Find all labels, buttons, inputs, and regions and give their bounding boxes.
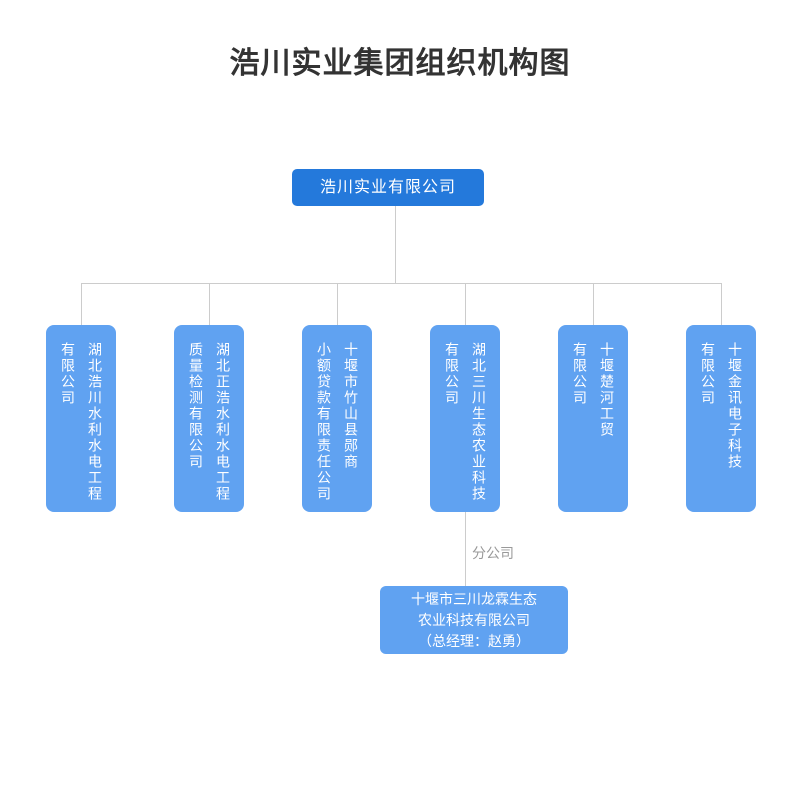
org-node-root[interactable]: 浩川实业有限公司 — [292, 169, 484, 206]
org-node-label: 十堰楚河工贸 — [599, 342, 615, 438]
org-node-label: 湖北正浩水利水电工程 — [215, 342, 231, 502]
connector-drop-4 — [465, 283, 466, 325]
org-node-shiyan-chuhe[interactable]: 十堰楚河工贸 有限公司 — [558, 325, 628, 512]
connector-drop-1 — [81, 283, 82, 325]
org-node-label: 有限公司 — [444, 342, 460, 406]
connector-drop-6 — [721, 283, 722, 325]
connector-drop-3 — [337, 283, 338, 325]
org-node-label: 有限公司 — [60, 342, 76, 406]
org-node-label: 农业科技有限公司 — [418, 612, 530, 628]
connector-drop-2 — [209, 283, 210, 325]
org-node-label: （总经理：赵勇） — [418, 633, 530, 649]
org-node-label: 有限公司 — [700, 342, 716, 406]
org-node-label: 湖北浩川水利水电工程 — [87, 342, 103, 502]
connector-root-drop — [395, 206, 396, 283]
org-node-label: 小额贷款有限责任公司 — [316, 342, 332, 502]
org-node-hubei-zhenghao[interactable]: 湖北正浩水利水电工程 质量检测有限公司 — [174, 325, 244, 512]
connector-branch-drop — [465, 512, 466, 586]
org-node-label: 质量检测有限公司 — [188, 342, 204, 470]
branch-type-label: 分公司 — [472, 545, 514, 561]
org-node-label: 十堰市三川龙霖生态 — [411, 591, 537, 607]
org-node-label: 有限公司 — [572, 342, 588, 406]
org-node-hubei-haochuan[interactable]: 湖北浩川水利水电工程 有限公司 — [46, 325, 116, 512]
org-node-label: 十堰金讯电子科技 — [727, 342, 743, 470]
page-title: 浩川实业集团组织机构图 — [229, 47, 571, 80]
connector-drop-5 — [593, 283, 594, 325]
org-node-hubei-sanchuan[interactable]: 湖北三川生态农业科技 有限公司 — [430, 325, 500, 512]
org-node-sanchuan-longlin[interactable]: 十堰市三川龙霖生态 农业科技有限公司 （总经理：赵勇） — [380, 586, 568, 654]
org-node-shiyan-jinxun[interactable]: 十堰金讯电子科技 有限公司 — [686, 325, 756, 512]
org-node-label: 湖北三川生态农业科技 — [471, 342, 487, 502]
connector-rail — [81, 283, 721, 284]
org-node-zhushan-loan[interactable]: 十堰市竹山县郧商 小额贷款有限责任公司 — [302, 325, 372, 512]
org-node-label: 十堰市竹山县郧商 — [343, 342, 359, 470]
